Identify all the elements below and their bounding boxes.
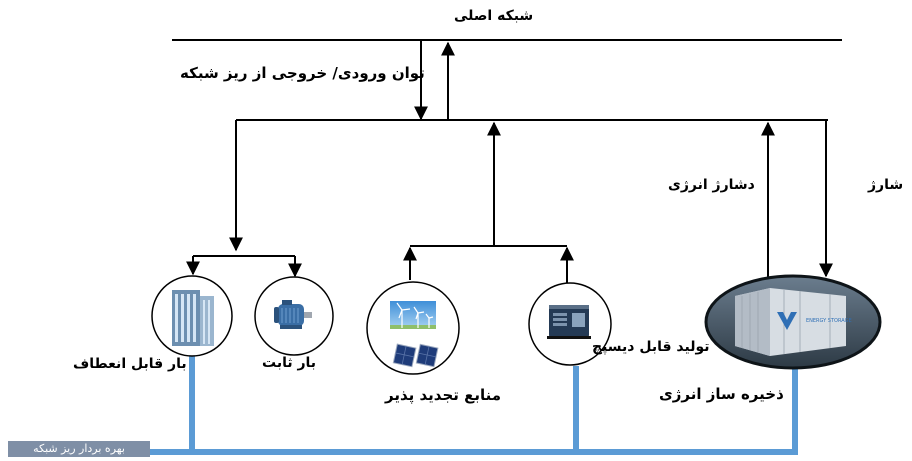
wind-solar-icon: [390, 301, 439, 368]
power-lines: [172, 39, 842, 283]
dispatchable-gen-label: تولید قابل دیسپچ: [592, 339, 710, 355]
generator-node: [528, 282, 612, 366]
microgrid-operator-box: بهره بردار ریز شبکه: [8, 441, 150, 457]
diesel-generator-icon: [547, 305, 591, 339]
fixed-load-node: [254, 276, 334, 356]
storage-node: ENERGY STORAGE: [704, 274, 882, 370]
fixed-load-label: بار ثابت: [262, 355, 317, 371]
storage-logo-text: ENERGY STORAGE: [806, 318, 852, 324]
motor-icon: [274, 300, 312, 329]
renewables-node: [366, 281, 460, 375]
flexible-load-label: بار قابل انعطاف: [73, 356, 187, 372]
charge-label: شارژ: [868, 177, 904, 193]
discharge-label: دشارژ انرژی: [668, 177, 755, 193]
communication-lines: [150, 356, 798, 455]
energy-storage-icon: ENERGY STORAGE: [735, 288, 852, 356]
renewables-label: منابع تجدید پذیر: [385, 386, 502, 404]
energy-storage-label: ذخیره ساز انرژی: [659, 385, 784, 403]
main-grid-label: شبکه اصلی: [454, 8, 534, 24]
exchange-power-label: توان ورودی/ خروجی از ریز شبکه: [180, 64, 425, 82]
building-icon: [172, 290, 214, 346]
flexible-load-node: [151, 275, 233, 357]
